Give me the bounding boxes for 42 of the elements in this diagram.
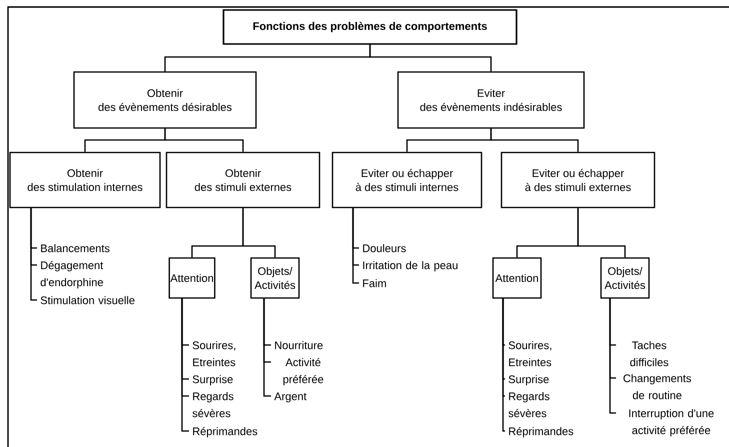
category-box: Objets/ Activités	[600, 257, 650, 299]
connector-line	[164, 128, 244, 152]
list-item: Irritation de la peau	[363, 261, 458, 272]
list-item: Taches difficiles	[630, 341, 668, 366]
list-item: Activité préférée	[283, 358, 324, 386]
list-item: Surprise	[192, 375, 233, 386]
connector-line	[263, 298, 271, 397]
connector-line	[502, 298, 505, 432]
list-item: Changements de routine	[624, 374, 692, 400]
connector-line	[577, 208, 626, 258]
connector-line	[369, 44, 492, 72]
list-item: Sourires, Etreintes	[192, 341, 236, 366]
category-box: Attention	[492, 257, 542, 299]
category-box: Eviter ou échapper à des stimuli internes	[332, 152, 482, 208]
list-item: Stimulation visuelle	[40, 296, 134, 304]
list-item: Nourriture	[275, 341, 323, 350]
list-item: Argent	[274, 392, 307, 402]
list-item: Réprimandes	[193, 427, 258, 438]
list-item: Douleurs	[363, 244, 406, 252]
connector-line	[30, 208, 37, 301]
connector-line	[609, 298, 616, 414]
category-box: Obtenir des évènements désirables	[73, 71, 257, 129]
list-item: Sourires, Etreintes	[508, 341, 552, 366]
category-box: Objets/ Activités	[250, 257, 300, 299]
list-item: Balancements	[41, 244, 110, 252]
list-item: Dégagement d'endorphine	[40, 261, 104, 288]
category-box: Obtenir des stimuli externes	[166, 152, 320, 208]
list-item: Surprise	[508, 375, 549, 386]
list-item: Regards sévères	[508, 392, 550, 418]
category-box: Eviter des évènements indésirables	[397, 71, 585, 129]
list-item: Faim	[363, 279, 386, 288]
connector-line	[242, 208, 276, 258]
category-box: Obtenir des stimulation internes	[9, 152, 161, 208]
title-box: Fonctions des problèmes de comportements	[222, 9, 518, 45]
list-item: Regards sévères	[192, 392, 234, 418]
category-box: Attention	[168, 257, 216, 299]
category-box: Eviter ou échapper à des stimuli externes	[500, 152, 656, 208]
connector-line	[490, 128, 579, 152]
connector-line	[352, 208, 359, 284]
connector-line	[181, 298, 189, 432]
list-item: Réprimandes	[509, 427, 574, 438]
list-item: Interruption d'une activité préférée	[629, 409, 714, 436]
